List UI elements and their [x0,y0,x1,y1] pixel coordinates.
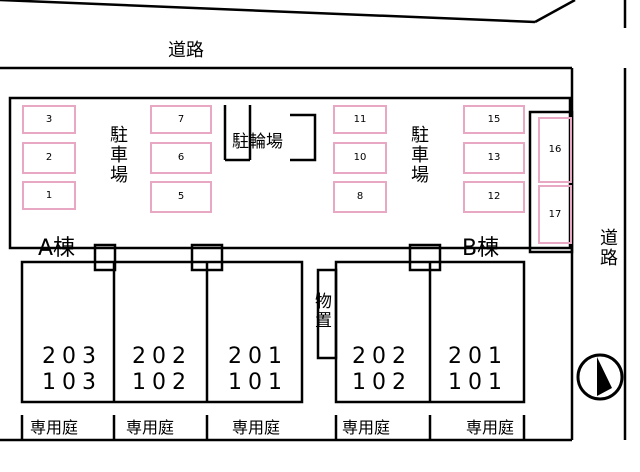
road-label-east: 道路 [597,228,618,268]
storage-box [316,268,338,360]
unit-b-right: 201 101 [440,344,516,396]
road-edge-top [0,0,536,24]
unit-number-upper: 201 [448,344,508,369]
parking-slot-15: 15 [463,105,525,134]
garden-label-4: 専用庭 [342,418,391,437]
parking-slot-1: 1 [22,181,76,210]
parking-slot-6: 6 [150,142,212,174]
unit-number-upper: 202 [132,344,192,369]
unit-a-left: 203 103 [34,344,110,396]
parking-slot-11: 11 [333,105,387,134]
parking-slot-16: 16 [538,117,572,183]
parking-slot-13: 13 [463,142,525,174]
unit-number-lower: 102 [132,370,192,395]
parking-slot-5: 5 [150,181,212,213]
unit-number-upper: 201 [228,344,288,369]
unit-number-upper: 203 [42,344,102,369]
unit-b-left: 202 102 [344,344,420,396]
north-arrow-icon [576,353,624,401]
road-label-north: 道路 [168,40,204,61]
parking-slot-7: 7 [150,105,212,134]
parking-slot-8: 8 [333,181,387,213]
unit-number-lower: 102 [352,370,412,395]
building-b-label: B棟 [462,236,500,261]
bike-parking-outline [223,105,317,162]
building-a-label: A棟 [38,236,76,261]
building-a-outline [20,260,304,404]
garden-label-1: 専用庭 [30,418,79,437]
garden-label-3: 専用庭 [232,418,281,437]
garden-label-2: 専用庭 [126,418,175,437]
unit-number-upper: 202 [352,344,412,369]
parking-slot-10: 10 [333,142,387,174]
unit-a-right: 201 101 [220,344,296,396]
parking-slot-12: 12 [463,181,525,213]
unit-number-lower: 101 [448,370,508,395]
storage-label: 物置 [311,292,331,330]
parking-label-right: 駐車場 [408,125,429,185]
garden-label-5: 専用庭 [466,418,515,437]
side-parking-frame [528,110,574,254]
unit-number-lower: 101 [228,370,288,395]
parking-slot-3: 3 [22,105,76,134]
parking-slot-17: 17 [538,185,572,244]
unit-number-lower: 103 [42,370,102,395]
road-edge-corner [534,0,576,24]
parking-label-left: 駐車場 [107,125,128,185]
unit-a-middle: 202 102 [124,344,200,396]
parking-slot-2: 2 [22,142,76,174]
bike-parking-label: 駐輪場 [232,132,283,152]
